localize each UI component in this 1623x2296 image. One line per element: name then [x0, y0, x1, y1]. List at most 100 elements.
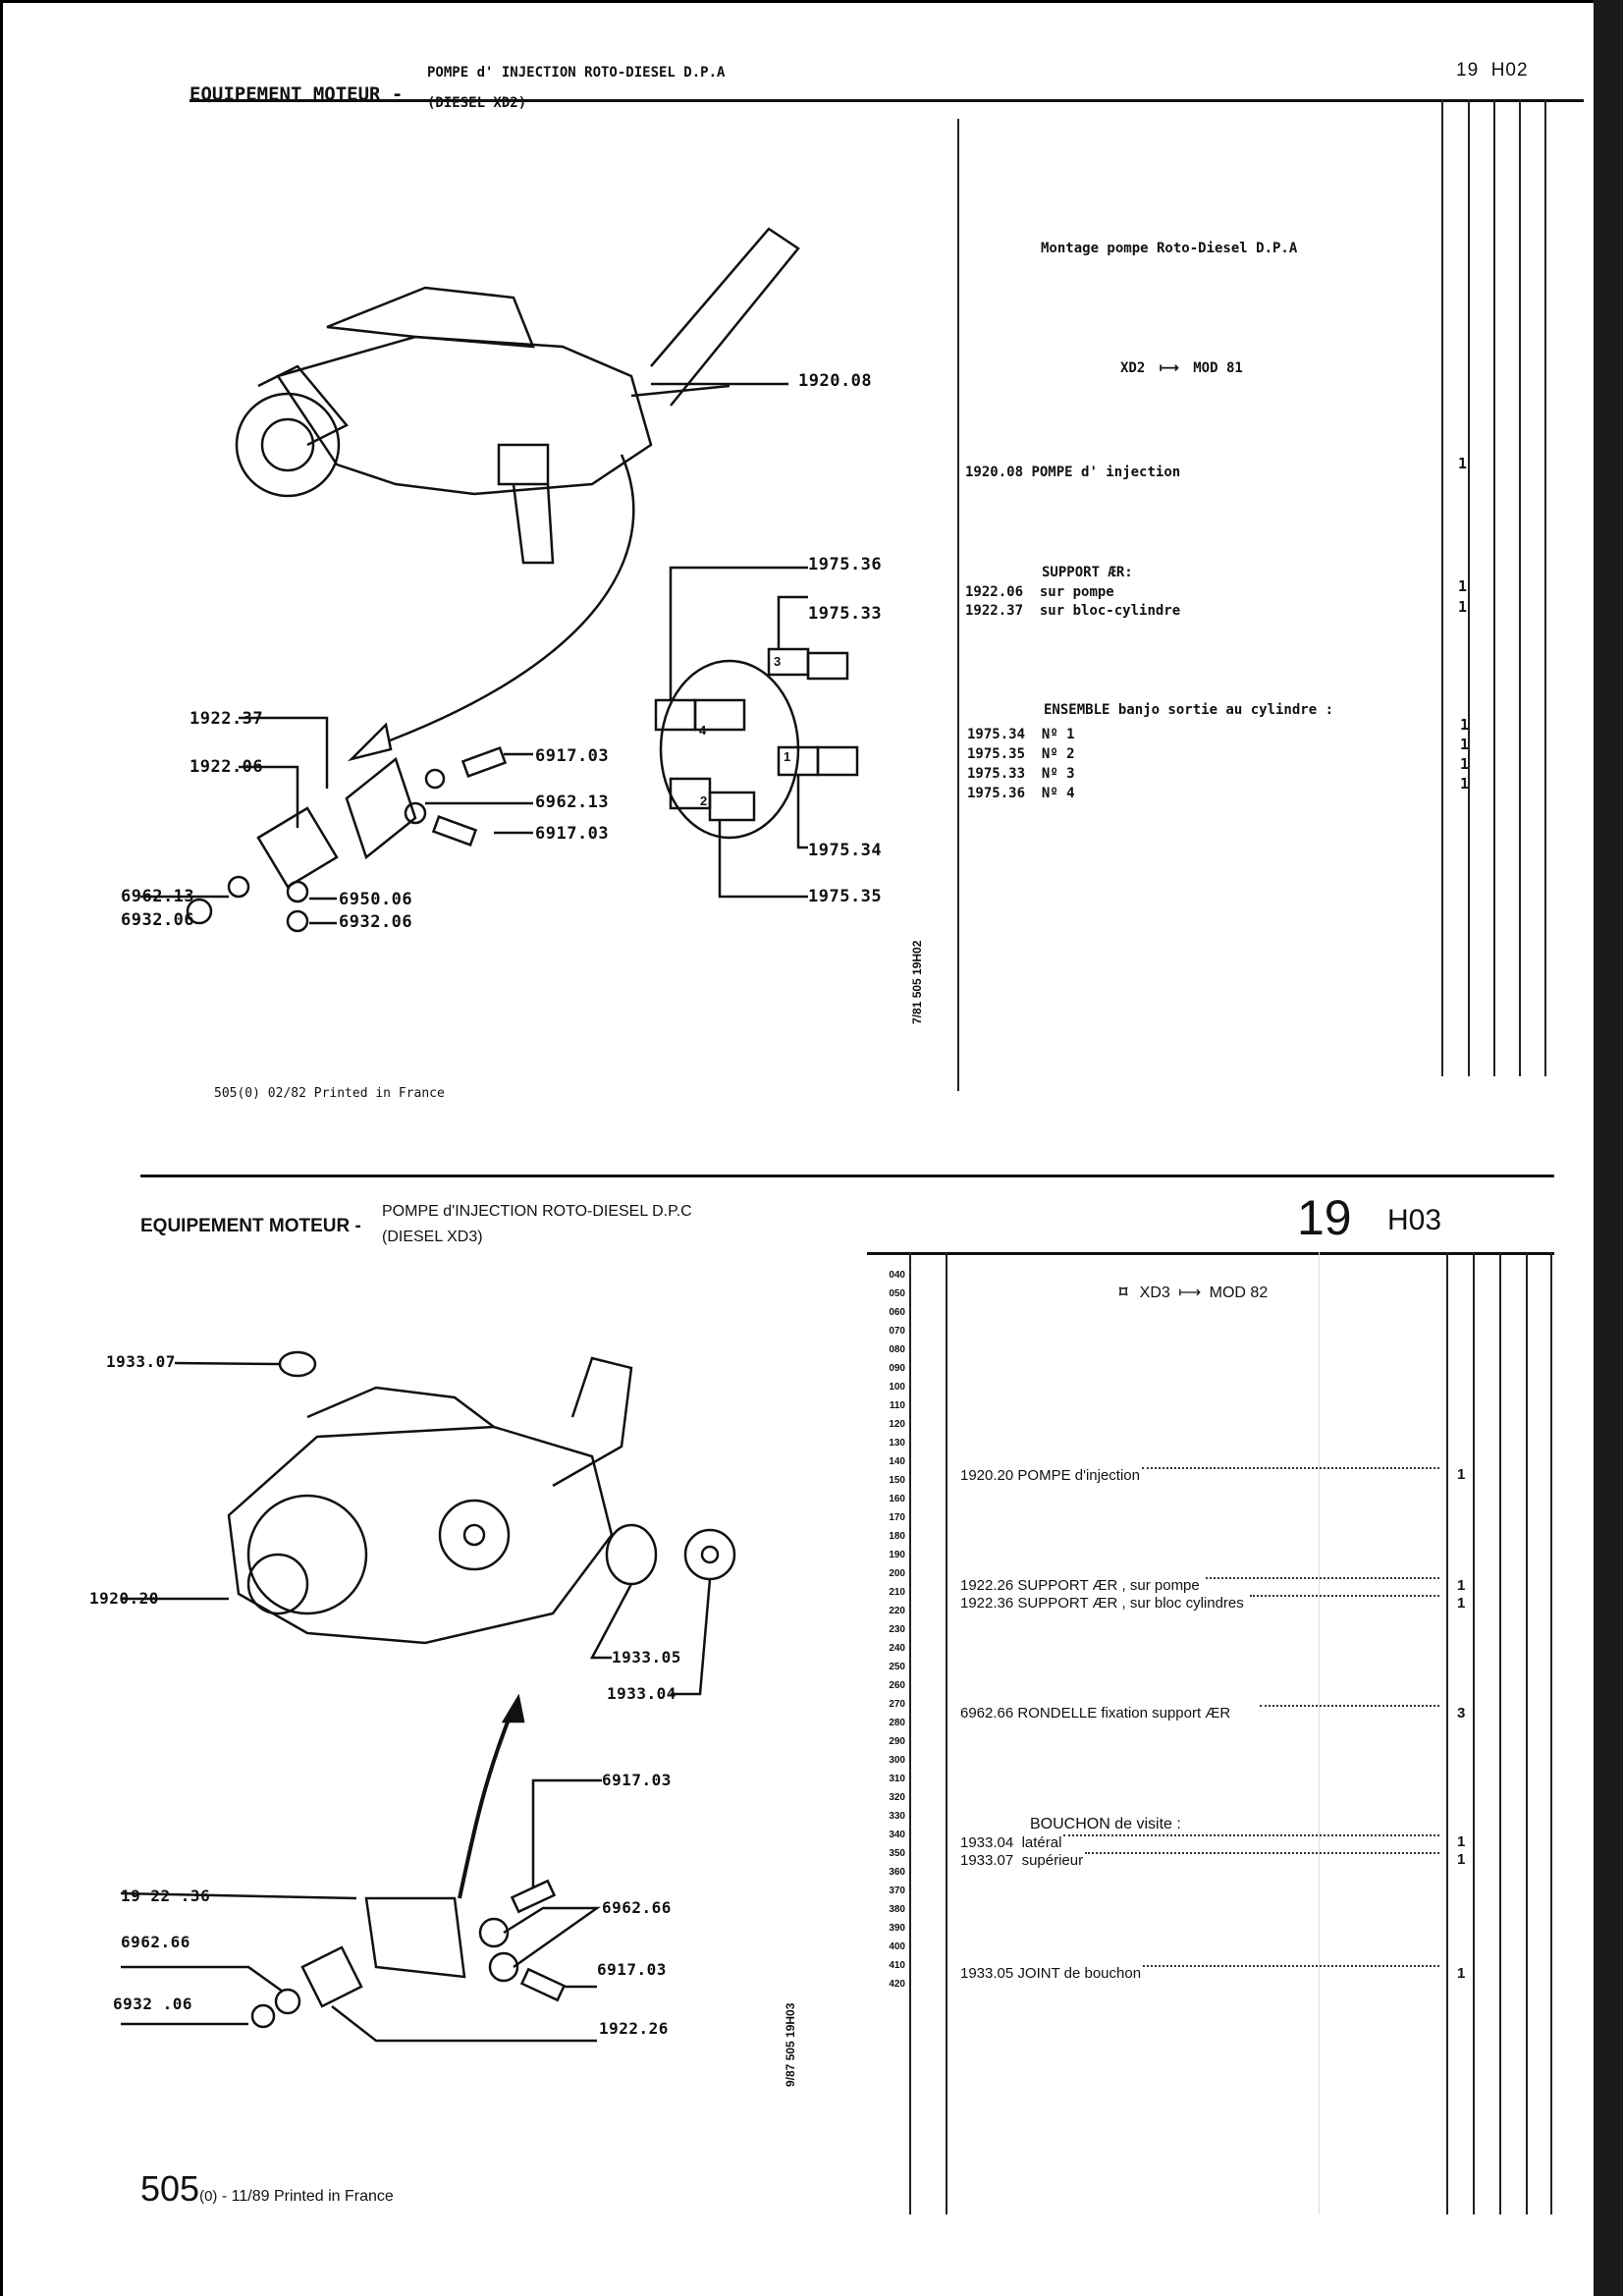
part-label: latéral: [1021, 1834, 1062, 1851]
part-label: RONDELLE fixation support ÆR: [1017, 1705, 1231, 1722]
bottom-col-3: [1499, 1252, 1501, 2214]
banjo-4: [693, 698, 746, 732]
part-label: JOINT de bouchon: [1017, 1965, 1142, 1982]
banjo-number: 2: [700, 793, 708, 808]
bottom-section-title: EQUIPEMENT MOTEUR -: [140, 1216, 361, 1236]
line-number: 070: [889, 1326, 905, 1337]
part-qty: 1: [1457, 1466, 1466, 1483]
callout-1920-08: 1920.08: [798, 371, 873, 391]
leader-line: [239, 765, 299, 828]
part-qty: 1: [1460, 755, 1470, 773]
top-qty-col-right: [1468, 99, 1470, 1076]
part-label: SUPPORT ÆR , sur bloc cylindres: [1017, 1595, 1244, 1612]
part-qty: 1: [1460, 716, 1470, 734]
line-number: 380: [889, 1904, 905, 1915]
banjo-header: ENSEMBLE banjo sortie au cylindre :: [1044, 702, 1334, 718]
line-number: 140: [889, 1456, 905, 1467]
model-code: XD2: [1120, 360, 1146, 376]
top-pump-illustration: [140, 227, 859, 933]
leader-dots: [1143, 1965, 1439, 1967]
model-code: XD3: [1139, 1285, 1170, 1301]
part-ref: 1922.26: [960, 1577, 1014, 1594]
leader-line: [671, 1578, 712, 1696]
bottom-subtitle-line1: POMPE d'INJECTION ROTO-DIESEL D.P.C: [382, 1203, 692, 1220]
plug-1933-07: [278, 1350, 317, 1378]
line-number: 310: [889, 1774, 905, 1784]
callout-1975-34: 1975.34: [808, 841, 883, 860]
part-ref: 1933.07: [960, 1852, 1014, 1869]
drive-gear: [246, 1553, 309, 1615]
parts-list-item: 1922.37 sur bloc-cylindre: [965, 603, 1180, 619]
line-number-rule: [909, 1252, 911, 2214]
parts-list-item: 1920.08 POMPE d' injection: [965, 465, 1180, 480]
leader-line: [503, 1906, 601, 1969]
line-number: 090: [889, 1363, 905, 1374]
assembly-arrow: [365, 454, 635, 751]
line-number: 120: [889, 1419, 905, 1430]
callout-6917-03: 6917.03: [602, 1771, 672, 1789]
parts-list-item: 1920.20 POMPE d'injection: [960, 1467, 1441, 1484]
line-number: 350: [889, 1848, 905, 1859]
footer-model: 505: [140, 2168, 200, 2209]
part-qty: 1: [1460, 736, 1470, 753]
line-number: 060: [889, 1307, 905, 1318]
line-number: 040: [889, 1270, 905, 1281]
top-table-left-border: [957, 119, 959, 1091]
drive-flange: [246, 1494, 368, 1615]
bottom-header-rule: [867, 1252, 1554, 1255]
parts-list-item: 1975.36 Nº 4: [967, 784, 1075, 803]
leader-dots: [1085, 1852, 1439, 1854]
bottom-table-left-border: [946, 1252, 947, 2214]
callout-6932-06: 6932.06: [339, 912, 413, 932]
line-number: 110: [889, 1400, 905, 1411]
part-label: supérieur: [1021, 1852, 1084, 1869]
pump-body: [276, 335, 653, 496]
callout-1922-26: 1922.26: [599, 2019, 669, 2038]
bottom-subtitle-line2: (DIESEL XD3): [382, 1229, 483, 1245]
top-applicability: XD2 ⟼ MOD 81: [1120, 360, 1243, 376]
callout-6932-06: 6932.06: [121, 910, 195, 930]
callout-6962-13: 6962.13: [121, 887, 195, 906]
top-subtitle-line2: (DIESEL XD2): [427, 95, 527, 111]
banjo-list: 1975.34 Nº 1 1975.35 Nº 2 1975.33 Nº 3 1…: [967, 725, 1075, 803]
parts-list-item: 1933.07 supérieur: [960, 1852, 1441, 1869]
part-label: Nº 1: [1041, 727, 1075, 742]
line-number: 130: [889, 1438, 905, 1449]
part-qty: 1: [1458, 598, 1468, 616]
top-page-ref: 19 H02: [1456, 60, 1529, 81]
fold-crease: [1319, 1252, 1320, 2214]
leader-dots: [1063, 1834, 1439, 1836]
callout-1933-07: 1933.07: [106, 1352, 176, 1371]
callout-6917-03: 6917.03: [535, 746, 610, 766]
part-ref: 1920.08: [965, 465, 1024, 480]
part-ref: 1975.36: [967, 786, 1026, 801]
top-subtitle-line1: POMPE d' INJECTION ROTO-DIESEL D.P.A: [427, 65, 726, 81]
line-number: 270: [889, 1699, 905, 1710]
callout-6962-66: 6962.66: [602, 1898, 672, 1917]
line-number: 050: [889, 1288, 905, 1299]
part-ref: 1933.04: [960, 1834, 1014, 1851]
part-ref: 1975.34: [967, 727, 1026, 742]
line-number: 100: [889, 1382, 905, 1393]
callout-6962-13: 6962.13: [535, 793, 610, 812]
line-number: 190: [889, 1550, 905, 1560]
leader-dots: [1142, 1467, 1439, 1469]
part-label: Nº 4: [1041, 786, 1075, 801]
leader-dots: [1249, 1595, 1439, 1597]
line-number: 290: [889, 1736, 905, 1747]
part-ref: 1975.33: [967, 766, 1026, 782]
bottom-col-5: [1550, 1252, 1552, 2214]
leader-dots: [1260, 1705, 1439, 1707]
bottom-page-code: H03: [1387, 1204, 1442, 1236]
part-label: SUPPORT ÆR , sur pompe: [1017, 1577, 1200, 1594]
leader-line: [121, 1965, 284, 1994]
parts-list-item: 1975.35 Nº 2: [967, 744, 1075, 764]
top-header-rule: [189, 99, 1584, 102]
callout-1922-37: 1922.37: [189, 709, 264, 729]
top-assembly-title: Montage pompe Roto-Diesel D.P.A: [1041, 241, 1298, 256]
line-number: 420: [889, 1979, 905, 1990]
parts-list-item: 1975.34 Nº 1: [967, 725, 1075, 744]
bottom-applicability: ⌑ XD3 ⟼ MOD 82: [1119, 1283, 1268, 1302]
parts-list-item: 1933.04 latéral: [960, 1834, 1441, 1851]
bottom-qty-col-left: [1446, 1252, 1448, 2214]
